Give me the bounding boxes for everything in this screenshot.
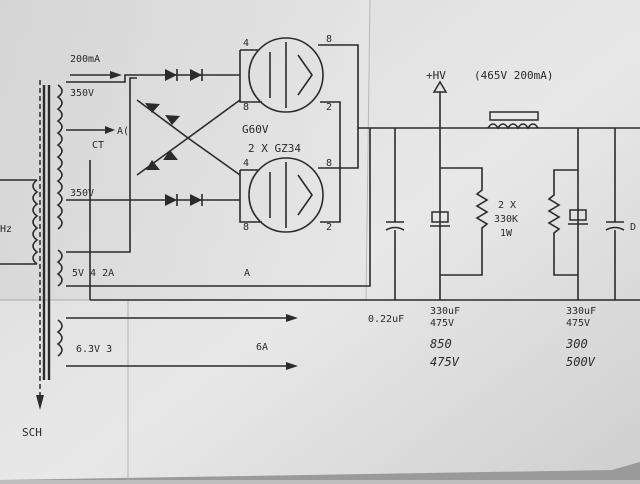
tube1-pin4: 4 bbox=[243, 38, 249, 49]
paper-edge bbox=[365, 0, 371, 301]
hv-label: +HV bbox=[426, 69, 446, 82]
cap2-value: 330uF bbox=[566, 306, 596, 317]
filter-cap-1 bbox=[431, 211, 449, 223]
fil-5v-a-label: A bbox=[244, 268, 250, 279]
tube2-pin8-left: 8 bbox=[243, 222, 249, 233]
bridge-to-tube-2 bbox=[187, 137, 241, 176]
filament-63v-winding bbox=[56, 319, 63, 357]
hz-label: Hz bbox=[0, 224, 12, 235]
diode-5 bbox=[145, 103, 160, 113]
fil-5v-label: 5V 4 2A bbox=[72, 268, 114, 279]
tube-type-label: 2 X GZ34 bbox=[248, 142, 301, 155]
cap2-note1: 300 bbox=[565, 337, 588, 351]
hv-spec-label: (465V 200mA) bbox=[474, 69, 553, 82]
ct-label: CT bbox=[92, 140, 104, 151]
primary-winding bbox=[32, 179, 39, 265]
choke-winding bbox=[487, 123, 539, 130]
tube1-pin8: 8 bbox=[326, 34, 332, 45]
hv-terminal bbox=[432, 80, 448, 93]
hv-secondary-winding bbox=[56, 84, 63, 230]
tube1-pin2: 2 bbox=[326, 102, 332, 113]
cap-small-label: 0.22uF bbox=[368, 314, 404, 325]
bridge-to-tube-1 bbox=[187, 99, 241, 139]
filament-5v-winding bbox=[56, 249, 63, 287]
bleeder-resistor-1 bbox=[440, 167, 489, 276]
current-label: 200mA bbox=[70, 54, 100, 65]
paper-overlay-top bbox=[0, 0, 372, 300]
shield-arrow bbox=[36, 395, 44, 410]
cap2-note2: 500V bbox=[566, 355, 596, 369]
diode-4 bbox=[190, 194, 202, 206]
resistor-power: 1W bbox=[500, 228, 513, 239]
hv-lead-top bbox=[66, 74, 155, 83]
label-350v-top: 350V bbox=[70, 88, 94, 99]
ct-arrow-head bbox=[105, 126, 115, 134]
resistor-value: 330K bbox=[494, 214, 518, 225]
filter-cap-2 bbox=[569, 209, 587, 221]
rectifier-tube-bottom bbox=[248, 157, 324, 233]
right-edge-label: D bbox=[630, 222, 636, 233]
cap1-value: 330uF bbox=[430, 306, 460, 317]
current-arrow-head bbox=[110, 71, 122, 79]
diode-6 bbox=[165, 115, 180, 125]
diode-7 bbox=[146, 160, 160, 170]
tube2-pin8: 8 bbox=[326, 158, 332, 169]
diode-8 bbox=[163, 150, 178, 160]
bridge-diag-1 bbox=[136, 99, 189, 139]
diode-1 bbox=[165, 69, 177, 81]
resistor-count: 2 X bbox=[498, 200, 516, 211]
tube2-pin2: 2 bbox=[326, 222, 332, 233]
cap2-voltage: 475V bbox=[566, 318, 590, 329]
rectifier-tube-top bbox=[248, 37, 324, 113]
bleeder-resistor-2 bbox=[547, 169, 578, 276]
sch-label: SCH bbox=[22, 426, 42, 439]
cap1-note2: 475V bbox=[430, 355, 460, 369]
cap1-voltage: 475V bbox=[430, 318, 454, 329]
choke-core bbox=[489, 111, 539, 121]
bridge-diag-2 bbox=[136, 137, 189, 176]
fil-6a-label: 6A bbox=[256, 342, 268, 353]
diode-2 bbox=[190, 69, 202, 81]
ac-label: A( bbox=[117, 126, 129, 137]
tube1-pin8-left: 8 bbox=[243, 102, 249, 113]
tube-voltage-label: G60V bbox=[242, 123, 269, 136]
fil-63v-label: 6.3V 3 bbox=[76, 344, 112, 355]
diode-3 bbox=[165, 194, 177, 206]
cap1-note1: 850 bbox=[430, 337, 452, 351]
label-350v-bottom: 350V bbox=[70, 188, 94, 199]
tube2-pin4: 4 bbox=[243, 158, 249, 169]
